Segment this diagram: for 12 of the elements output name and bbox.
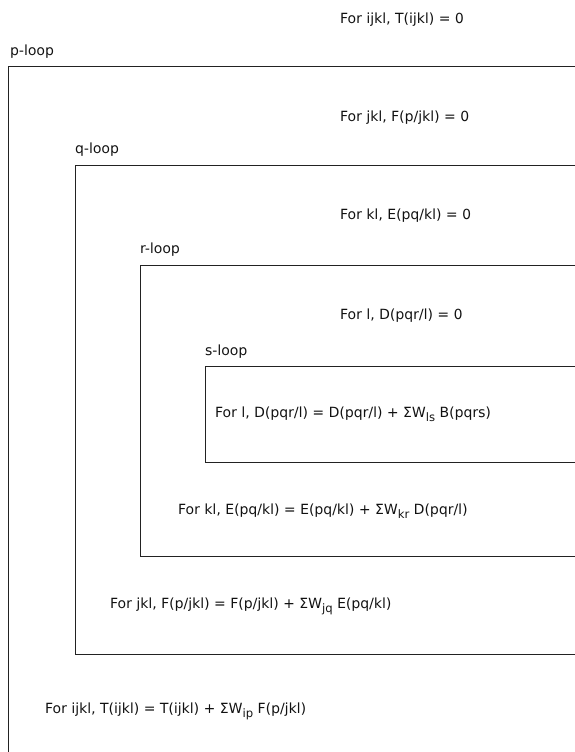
formula-text: For ijkl, T(ijkl) = 0 [340, 10, 464, 28]
formula-text: For jkl, F(p/jkl) = 0 [340, 108, 470, 126]
loop-label: p-loop [10, 42, 54, 60]
formula-text: For l, D(pqr/l) = 0 [340, 306, 462, 324]
loop-label: s-loop [205, 342, 248, 360]
formula-text: For ijkl, T(ijkl) = T(ijkl) + ΣW$_{ip}$ F(p/jkl) [45, 700, 306, 722]
formula-text: For kl, E(pq/kl) = E(pq/kl) + ΣW$_{kr}$ D(pqr/l) [178, 501, 468, 523]
loop-label: q-loop [75, 140, 119, 158]
formula-text: For l, D(pqr/l) = D(pqr/l) + ΣW$_{ls}$ B(pqrs) [215, 404, 491, 426]
loop-label: r-loop [140, 240, 180, 258]
formula-text: For jkl, F(p/jkl) = F(p/jkl) + ΣW$_{jq}$ E(pq/kl) [110, 595, 392, 617]
formula-text: For kl, E(pq/kl) = 0 [340, 206, 472, 224]
